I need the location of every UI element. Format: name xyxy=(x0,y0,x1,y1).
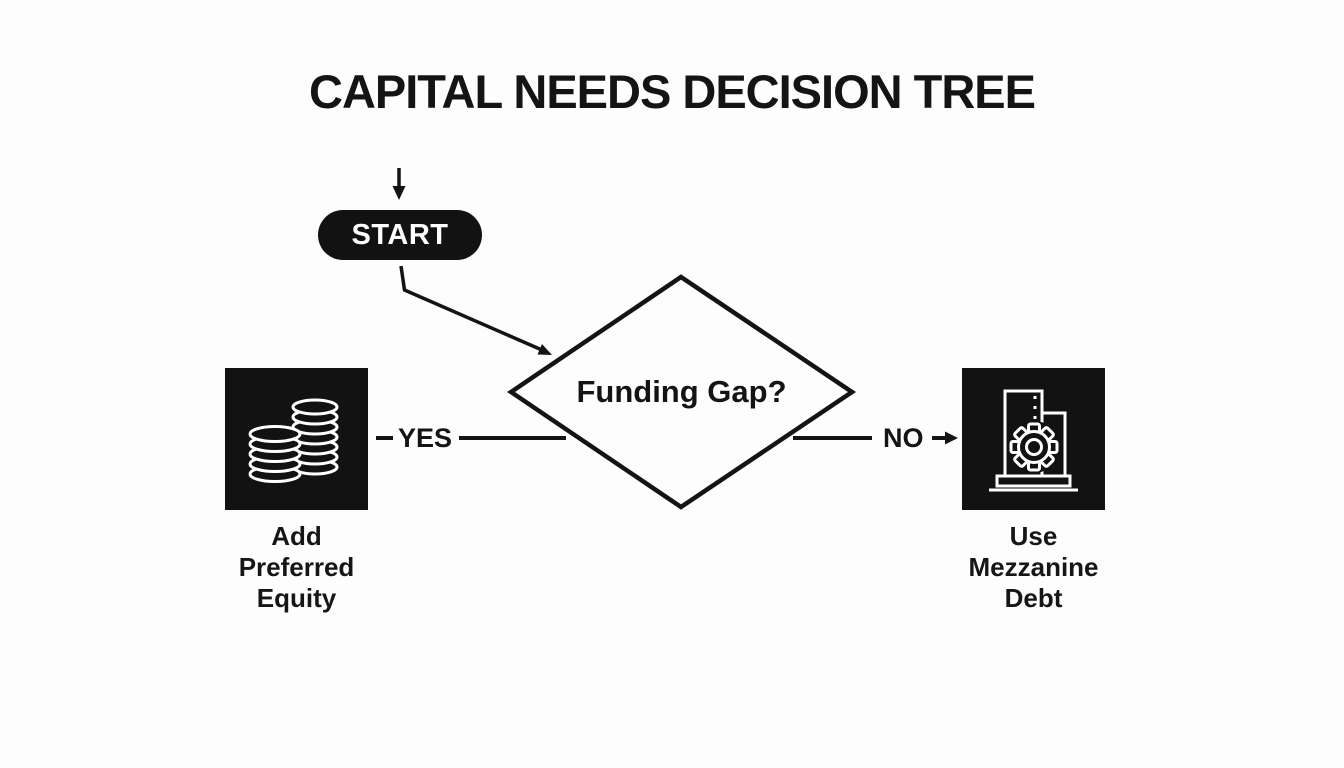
outcome-label-line: Add xyxy=(271,521,322,551)
outcome-label-preferred-equity: Add Preferred Equity xyxy=(225,521,368,614)
start-to-decision-arrow xyxy=(399,265,552,355)
outcome-node-preferred-equity xyxy=(225,368,368,510)
arrow-right-icon xyxy=(932,431,958,445)
outcome-label-line: Equity xyxy=(256,583,337,613)
outcome-label-line: Mezzanine xyxy=(968,552,1099,582)
branch-label-no: NO xyxy=(883,423,924,453)
arrow-down-icon xyxy=(392,168,406,200)
page-title: CAPITAL NEEDS DECISION TREE xyxy=(309,65,1036,118)
outcome-label-line: Debt xyxy=(1004,583,1063,613)
decision-diamond xyxy=(506,274,857,510)
decision-node-label: Funding Gap? xyxy=(576,374,787,409)
building-gear-icon xyxy=(989,389,1078,492)
outcome-label-line: Preferred xyxy=(238,552,355,582)
start-node-label: START xyxy=(351,218,449,251)
start-node: START xyxy=(318,210,482,260)
branch-label-yes: YES xyxy=(398,423,453,453)
coin-stacks-icon xyxy=(248,398,339,483)
outcome-node-mezzanine-debt xyxy=(962,368,1105,510)
outcome-label-mezzanine-debt: Use Mezzanine Debt xyxy=(962,521,1105,614)
outcome-label-line: Use xyxy=(1009,521,1058,551)
